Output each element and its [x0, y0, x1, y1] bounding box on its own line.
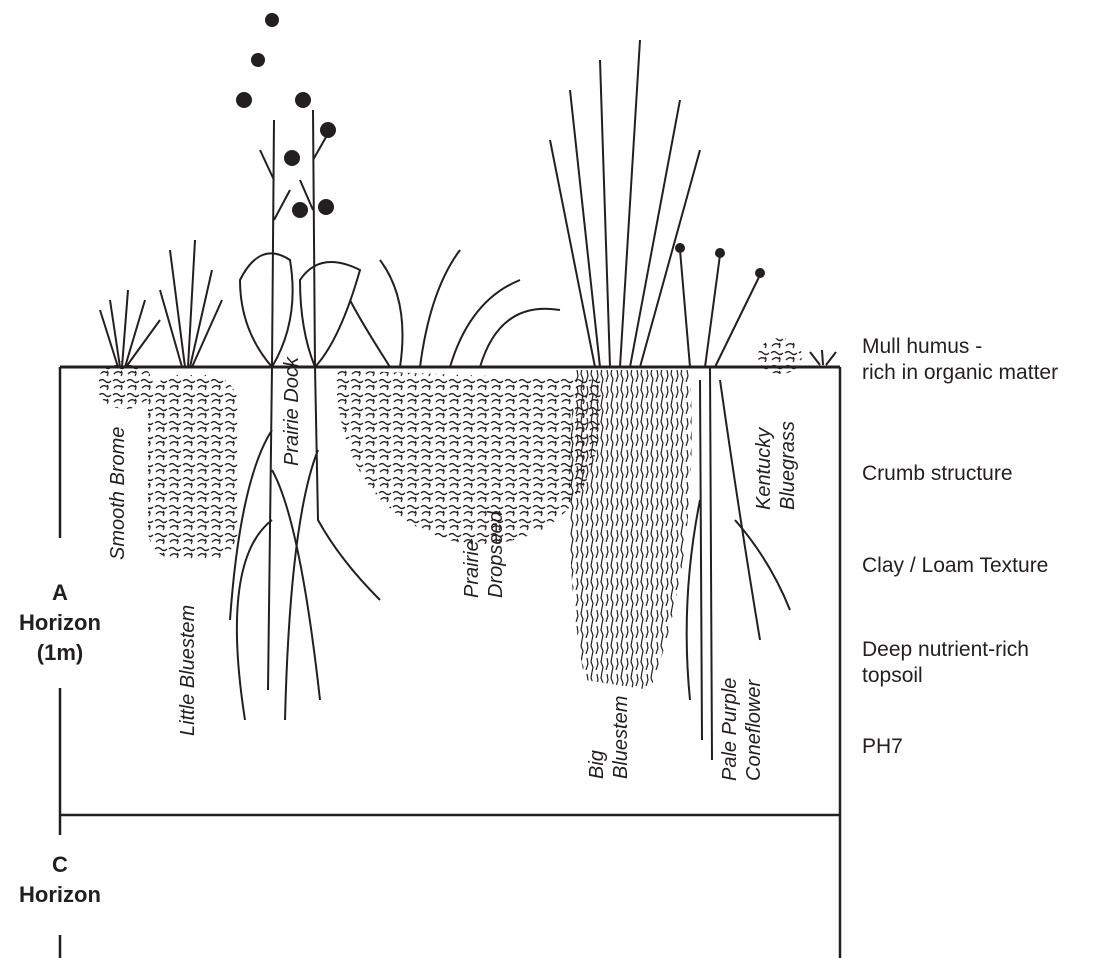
little-bluestem-roots [148, 375, 238, 560]
flower-heads [236, 13, 765, 278]
prairie-dock-leaves [240, 253, 360, 367]
big-bluestem-roots [569, 370, 691, 690]
a-horizon-letter: A [0, 578, 120, 608]
a-horizon-depth: (1m) [0, 638, 120, 668]
label-prairie-dropseed: Prairie Dropseed [460, 511, 508, 598]
prairie-dock-flower-icon [284, 150, 300, 166]
prairie-dock-flower-icon [251, 53, 265, 67]
ph-label: PH7 [862, 734, 903, 760]
big-bluestem-stalks [550, 40, 700, 367]
pale-purple-line1: Pale Purple [718, 678, 742, 781]
c-horizon-label: C Horizon [0, 850, 120, 910]
prairie-dock-flower-icon [320, 122, 336, 138]
prairie-dropseed-line2: Dropseed [484, 511, 508, 598]
deep-topsoil-line1: Deep nutrient-rich [862, 637, 1029, 663]
a-horizon-word: Horizon [0, 608, 120, 638]
mull-humus-line2: rich in organic matter [862, 360, 1058, 386]
big-bluestem-line1: Big [585, 696, 609, 779]
prairie-dock-flower-stalks [260, 110, 330, 367]
root-masses [97, 338, 802, 690]
label-pale-purple-coneflower: Pale Purple Coneflower [718, 678, 766, 781]
coneflower-head-icon [755, 268, 765, 278]
kentucky-bluegrass-roots [758, 338, 802, 374]
prairie-dock-flower-icon [265, 13, 279, 27]
deep-topsoil-label: Deep nutrient-rich topsoil [862, 637, 1029, 689]
c-horizon-word: Horizon [0, 880, 120, 910]
mull-humus-label: Mull humus - rich in organic matter [862, 334, 1058, 386]
pale-purple-coneflower-stems [680, 250, 760, 367]
prairie-dock-flower-icon [292, 202, 308, 218]
texture-label: Clay / Loam Texture [862, 553, 1048, 579]
prairie-dock-flower-icon [295, 92, 311, 108]
label-big-bluestem: Big Bluestem [585, 696, 633, 779]
coneflower-head-icon [675, 243, 685, 253]
label-kentucky-bluegrass: Kentucky Bluegrass [752, 421, 800, 510]
kentucky-line2: Bluegrass [776, 421, 800, 510]
little-bluestem-shoots [160, 240, 222, 367]
coneflower-head-icon [715, 248, 725, 258]
deep-topsoil-line2: topsoil [862, 663, 1029, 689]
c-horizon-letter: C [0, 850, 120, 880]
big-bluestem-line2: Bluestem [609, 696, 633, 779]
mull-humus-line1: Mull humus - [862, 334, 1058, 360]
kentucky-bluegrass-shoots [810, 350, 836, 365]
label-prairie-dock: Prairie Dock [280, 357, 304, 466]
label-little-bluestem: Little Bluestem [176, 605, 200, 736]
prairie-dock-flower-icon [236, 92, 252, 108]
prairie-dock-flower-icon [318, 199, 334, 215]
a-horizon-label: A Horizon (1m) [0, 578, 120, 668]
prairie-dock-taproot [230, 367, 320, 720]
above-ground-plants [100, 40, 836, 367]
smooth-brome-roots [97, 361, 153, 409]
prairie-dropseed-line1: Prairie [460, 511, 484, 598]
crumb-structure-label: Crumb structure [862, 461, 1013, 487]
smooth-brome-shoots [100, 290, 160, 367]
prairie-dropseed-blades [350, 250, 560, 367]
label-smooth-brome: Smooth Brome [106, 427, 130, 560]
pale-purple-line2: Coneflower [742, 678, 766, 781]
kentucky-line1: Kentucky [752, 421, 776, 510]
